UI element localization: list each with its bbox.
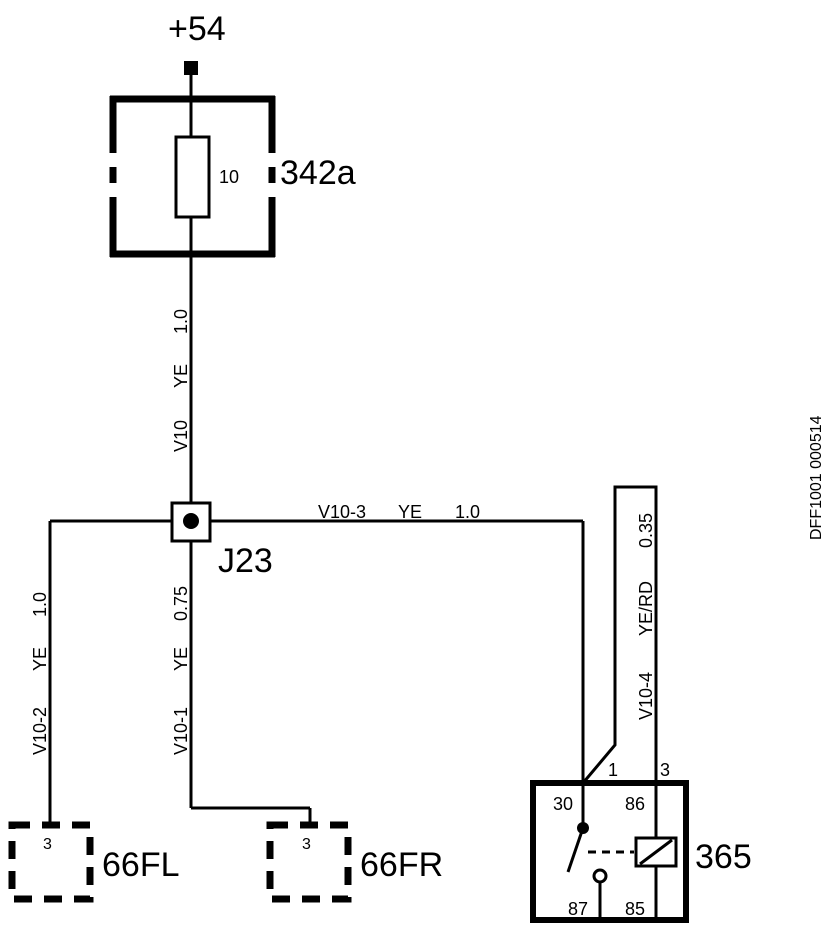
relay-contact-87 (592, 868, 608, 884)
fl-wire-size: 1.0 (30, 592, 50, 617)
main-wire-size: 1.0 (171, 309, 191, 334)
pin3-wire-color: YE/RD (636, 581, 656, 636)
relay-wire-circuit: V10-3 (318, 502, 366, 522)
relay-terminal-30: 30 (553, 794, 573, 814)
relay-wire-size: 1.0 (455, 502, 480, 522)
junction-dot (183, 513, 199, 529)
connector-66fr-pin: 3 (302, 836, 311, 853)
fuse-component-id: 342a (280, 154, 356, 192)
relay-pin-1: 1 (608, 760, 618, 780)
supply-label: +54 (168, 10, 226, 48)
fl-wire-color: YE (30, 647, 50, 671)
relay-terminal-86: 86 (625, 794, 645, 814)
relay-terminal-85: 85 (625, 899, 645, 919)
fr-wire-circuit: V10-1 (171, 707, 191, 755)
junction-label: J23 (218, 542, 273, 580)
pin3-wire-circuit: V10-4 (636, 672, 656, 720)
relay-pin-3: 3 (660, 760, 670, 780)
relay-box (530, 780, 689, 923)
relay-coil-diagonal (639, 838, 673, 866)
relay-switch-contact (566, 827, 585, 873)
connector-66fl-pin: 3 (43, 836, 52, 853)
relay-terminal-87: 87 (568, 899, 588, 919)
relay-id: 365 (695, 838, 752, 876)
pin3-wire-size: 0.35 (636, 513, 656, 548)
relay-wire-color: YE (398, 502, 422, 522)
connector-66fl-id: 66FL (102, 846, 180, 884)
fuse-element (174, 135, 211, 219)
fl-wire-circuit: V10-2 (30, 707, 50, 755)
wire-relay-pin3-loop (581, 485, 658, 784)
connector-66fr-id: 66FR (360, 846, 443, 884)
main-wire-circuit: V10 (171, 420, 191, 452)
fr-wire-size: 0.75 (171, 586, 191, 621)
connector-66fr-outline (266, 821, 352, 903)
fuse-rating: 10 (219, 167, 239, 187)
doc-id: DFF1001 000514 (808, 415, 825, 540)
connector-66fl-outline (8, 821, 94, 903)
fr-wire-color: YE (171, 647, 191, 671)
main-wire-color: YE (171, 364, 191, 388)
fuse-box-342a (109, 95, 276, 258)
